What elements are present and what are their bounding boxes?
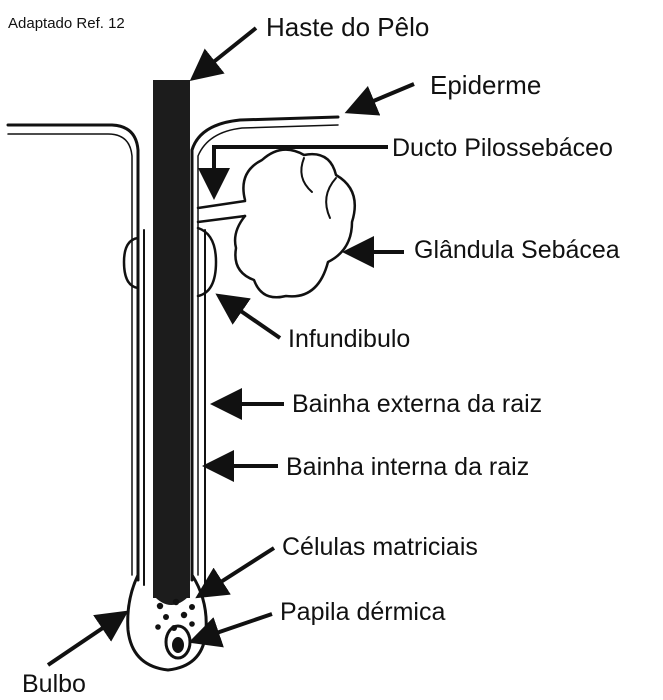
label-bainha-interna: Bainha interna da raiz (286, 455, 529, 480)
label-celulas: Células matriciais (282, 535, 478, 560)
infundibulum-right (198, 228, 216, 296)
sebaceous-gland (235, 150, 355, 298)
label-epiderme: Epiderme (430, 72, 541, 98)
sebaceous-gland-lobe-line-2 (326, 178, 336, 218)
pilosebaceous-duct-bottom (198, 216, 245, 222)
dermal-papilla-core (172, 637, 184, 653)
infundibulum-left (124, 238, 138, 288)
arrow-infundibulo (222, 298, 280, 338)
label-ducto: Ducto Pilossebáceo (392, 136, 613, 161)
label-papila: Papila dérmica (280, 600, 445, 625)
epidermis-inner-left (8, 134, 132, 575)
pilosebaceous-duct-top (198, 201, 245, 208)
label-infundibulo: Infundibulo (288, 327, 410, 352)
arrow-haste (196, 28, 256, 76)
epidermis-line-left (8, 125, 138, 580)
matrix-cells-dots (155, 599, 195, 631)
label-haste: Haste do Pêlo (266, 14, 429, 40)
label-bainha-externa: Bainha externa da raiz (292, 392, 542, 417)
arrow-epiderme (352, 84, 414, 110)
hair-shaft (153, 80, 190, 598)
label-bulbo: Bulbo (22, 672, 86, 697)
label-glandula: Glândula Sebácea (414, 238, 620, 263)
sebaceous-gland-lobe-line (301, 158, 312, 192)
source-credit: Adaptado Ref. 12 (8, 16, 125, 31)
arrow-celulas (202, 548, 274, 594)
arrow-bulbo (48, 615, 122, 665)
